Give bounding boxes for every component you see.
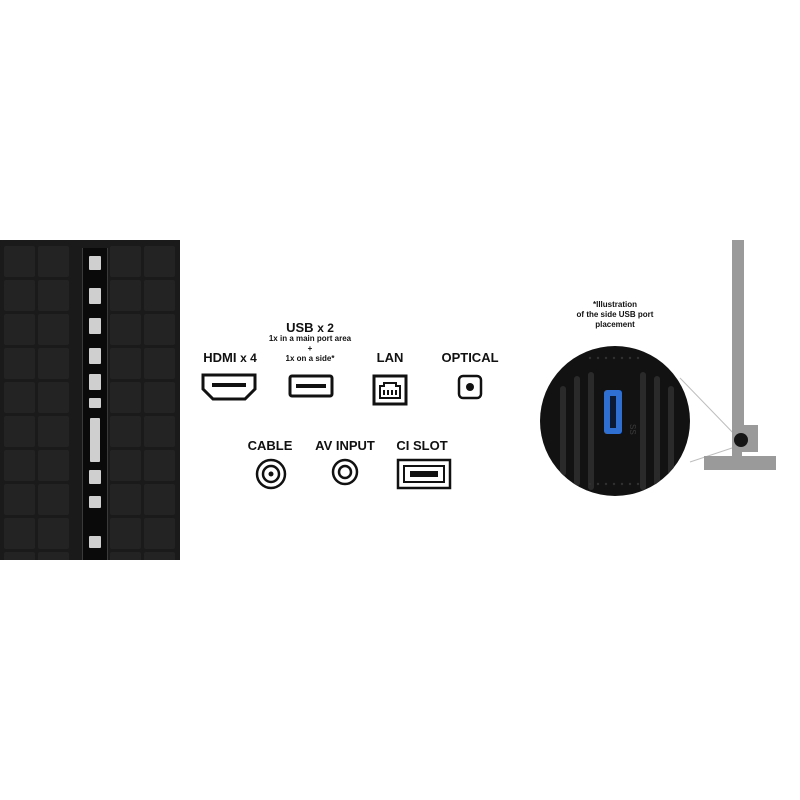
side-note-line-1: *Illustration xyxy=(592,300,637,309)
strip-port xyxy=(89,470,101,484)
optical-port-icon xyxy=(457,374,483,400)
hdmi-name: HDMI xyxy=(203,350,237,365)
callout-line xyxy=(679,377,739,439)
strip-port xyxy=(89,374,101,390)
strip-port xyxy=(89,348,101,364)
usb-detail-2: 1x on a side* xyxy=(285,354,335,363)
panel-tile xyxy=(4,450,35,481)
cable-port-icon xyxy=(255,458,287,490)
lan-port-icon xyxy=(372,374,408,406)
strip-port xyxy=(89,496,101,508)
panel-tile xyxy=(144,314,175,345)
panel-tile xyxy=(4,348,35,379)
panel-tile xyxy=(4,382,35,413)
panel-tile xyxy=(144,518,175,549)
panel-tile xyxy=(38,552,69,560)
panel-tile xyxy=(4,484,35,515)
panel-tile xyxy=(38,246,69,277)
strip-port xyxy=(90,418,100,462)
panel-tile xyxy=(110,382,141,413)
hdmi-port-icon xyxy=(201,373,257,401)
panel-tile xyxy=(38,518,69,549)
panel-tile xyxy=(144,348,175,379)
strip-port xyxy=(89,318,101,334)
panel-tile xyxy=(110,246,141,277)
tv-stand xyxy=(704,456,776,470)
panel-tile xyxy=(38,416,69,447)
panel-tile xyxy=(4,416,35,447)
usb-port-icon xyxy=(288,374,334,398)
callout-line xyxy=(689,445,739,463)
panel-tile xyxy=(110,450,141,481)
hdmi-label: HDMI x 4 xyxy=(200,350,260,365)
usb-detail-plus: + xyxy=(307,344,313,353)
panel-tile xyxy=(110,552,141,560)
panel-tile xyxy=(110,280,141,311)
panel-tile xyxy=(144,382,175,413)
av-input-icon xyxy=(331,458,359,486)
panel-tile xyxy=(38,382,69,413)
panel-tile xyxy=(38,450,69,481)
panel-tile xyxy=(110,314,141,345)
tv-rear-panel xyxy=(0,240,180,560)
panel-tile xyxy=(4,246,35,277)
ci-slot-icon xyxy=(396,458,452,490)
usb-qty: x 2 xyxy=(317,321,334,335)
cable-label: CABLE xyxy=(247,438,293,453)
strip-port xyxy=(89,398,101,408)
panel-tile xyxy=(110,518,141,549)
usb-detail-1: 1x in a main port area xyxy=(268,334,352,343)
strip-port xyxy=(89,256,101,270)
panel-tile xyxy=(144,416,175,447)
av-input-label: AV INPUT xyxy=(315,438,375,453)
panel-tile xyxy=(144,280,175,311)
panel-tile xyxy=(38,280,69,311)
rear-port-strip xyxy=(82,248,108,560)
side-note-line-2: of the side USB port xyxy=(576,310,654,319)
panel-tile xyxy=(4,314,35,345)
hdmi-qty: x 4 xyxy=(240,351,257,365)
panel-tile xyxy=(144,552,175,560)
panel-tile xyxy=(110,416,141,447)
panel-tile xyxy=(110,348,141,379)
panel-tile xyxy=(144,484,175,515)
side-usb-zoom: SS xyxy=(540,346,690,496)
panel-tile xyxy=(38,314,69,345)
svg-text:SS: SS xyxy=(628,424,637,435)
panel-tile xyxy=(4,280,35,311)
panel-tile xyxy=(110,484,141,515)
panel-tile xyxy=(38,348,69,379)
tv-side-profile xyxy=(732,240,744,430)
usb-name: USB xyxy=(286,320,314,335)
strip-port xyxy=(89,536,101,548)
panel-tile xyxy=(144,450,175,481)
panel-tile xyxy=(144,246,175,277)
panel-tile xyxy=(4,552,35,560)
strip-port xyxy=(89,288,101,304)
usb-label: USB x 2 xyxy=(280,320,340,335)
side-usb-marker xyxy=(734,433,748,447)
ci-slot-label: CI SLOT xyxy=(396,438,448,453)
side-usb-note: *Illustration of the side USB port place… xyxy=(560,300,670,330)
panel-tile xyxy=(38,484,69,515)
lan-label: LAN xyxy=(376,350,404,365)
panel-tile xyxy=(4,518,35,549)
optical-label: OPTICAL xyxy=(441,350,499,365)
side-usb-zoom-art: SS xyxy=(560,356,674,490)
side-note-line-3: placement xyxy=(595,320,635,329)
